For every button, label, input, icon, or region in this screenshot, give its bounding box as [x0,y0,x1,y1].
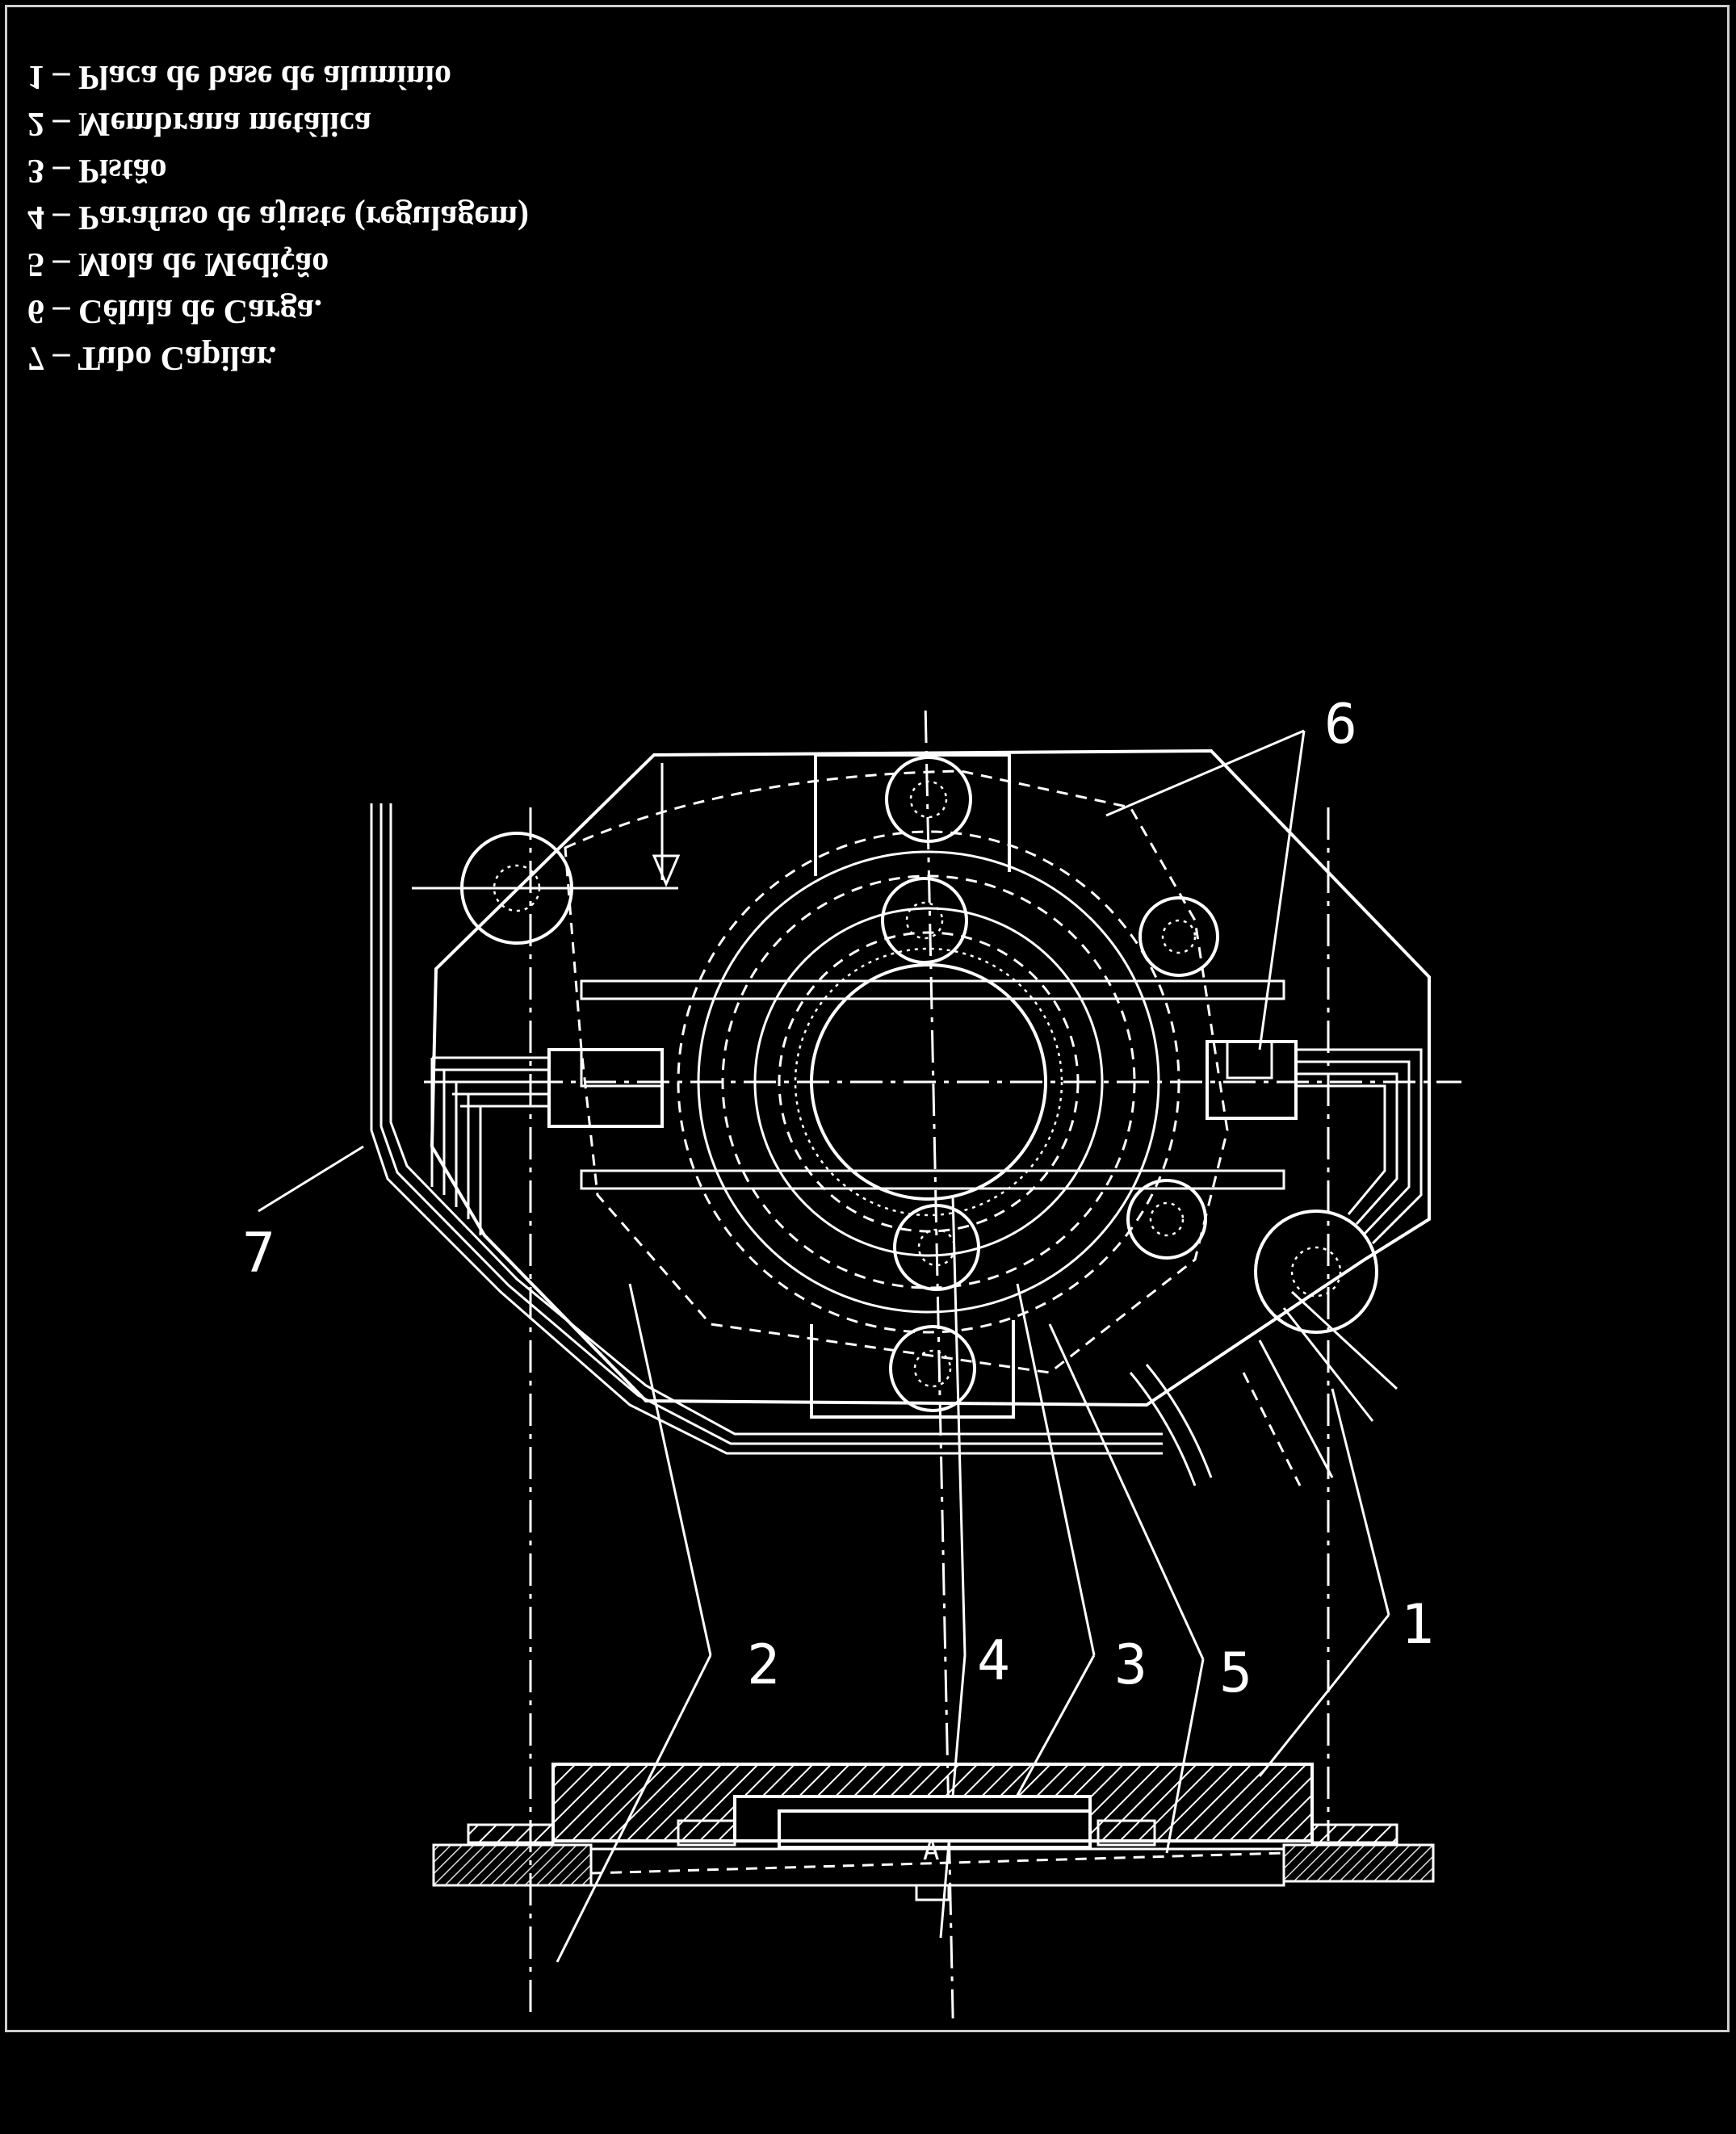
left-spring-seat [677,1819,736,1847]
right-spring-seat [1097,1819,1156,1847]
top-bracket [814,753,1011,876]
right-tube-bundle [1129,1048,1423,1486]
bottom-plate-right [1282,1843,1435,1883]
left-flange [467,1823,555,1844]
callout-3: 3 [1114,1633,1147,1697]
callout-4: 4 [977,1629,1010,1693]
callout-6: 6 [1324,693,1357,757]
outer-membrane-ring [677,830,1180,1334]
membrane-inner-ring [721,874,1136,1289]
bottom-margin [0,2036,1736,2134]
piston-cavity [733,1795,1092,1843]
lower-crossbar [580,1169,1285,1190]
left-load-cell [547,1048,664,1128]
right-load-cell [1206,1040,1298,1120]
bottom-bracket [810,1320,1015,1419]
callout-1: 1 [1401,1593,1434,1657]
piston-bore [810,963,1047,1201]
capillary-tube [370,803,1163,1455]
section-mark: A [923,1834,939,1867]
callout-7: 7 [242,1222,275,1285]
housing-outline [430,748,1431,1407]
left-load-cell-inner [580,1048,664,1088]
piston-ring [753,907,1104,1257]
bolts [460,756,1378,1412]
housing-dashed-contour [564,769,1229,1374]
screw-stub [915,1884,950,1901]
upper-crossbar [580,979,1285,1000]
upper-arrow [652,854,681,887]
piston-body [778,1809,1092,1849]
diagram-frame [5,5,1730,2032]
right-flange [1310,1823,1398,1844]
right-load-cell-inner [1226,1040,1273,1080]
bottom-plate-left [432,1843,593,1887]
callout-2: 2 [747,1633,780,1697]
piston-dotted-ring [794,947,1063,1217]
callout-5: 5 [1219,1641,1252,1705]
section-view [432,1763,1435,1901]
membrane-ring [697,850,1160,1314]
